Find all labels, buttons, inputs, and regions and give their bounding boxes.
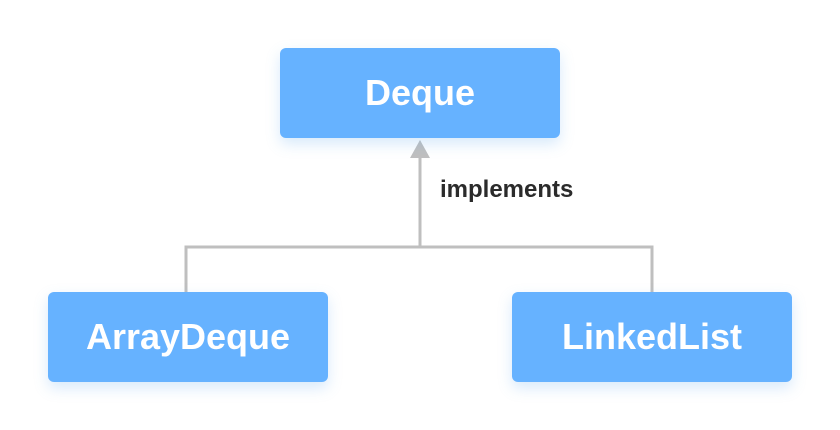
connector-right-branch bbox=[420, 245, 654, 292]
arraydeque-class-box: ArrayDeque bbox=[48, 292, 328, 382]
deque-label: Deque bbox=[364, 72, 476, 113]
connector-left-branch bbox=[184, 245, 420, 292]
arraydeque-label: ArrayDeque bbox=[85, 316, 291, 357]
arrowhead-up-icon bbox=[410, 140, 430, 158]
deque-interface-box: Deque bbox=[280, 48, 560, 138]
linkedlist-label: LinkedList bbox=[561, 316, 743, 357]
implements-label: implements bbox=[440, 176, 574, 203]
linkedlist-class-box: LinkedList bbox=[512, 292, 792, 382]
